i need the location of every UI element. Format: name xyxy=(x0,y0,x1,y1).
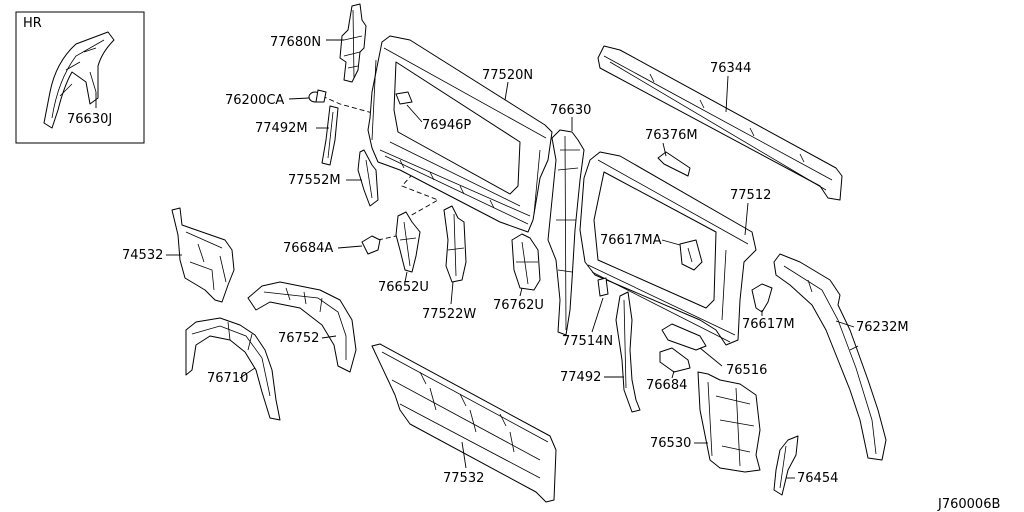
part-76454-drawing xyxy=(773,435,799,496)
leader-line xyxy=(671,370,675,379)
callout-77522w: 77522W xyxy=(422,307,476,322)
part-76617m-drawing xyxy=(751,283,773,313)
diagram-code: J760006B xyxy=(937,497,1000,512)
leader-line xyxy=(744,202,749,236)
callout-77532: 77532 xyxy=(443,471,484,486)
callout-77492m: 77492M xyxy=(255,121,308,136)
callout-76232m: 76232M xyxy=(856,320,909,335)
part-77522w-drawing xyxy=(443,205,467,283)
callout-74532: 74532 xyxy=(122,248,163,263)
callout-76710: 76710 xyxy=(207,371,248,386)
part-76630j-drawing xyxy=(43,31,115,129)
callout-76617ma: 76617MA xyxy=(600,233,662,248)
part-77532-drawing xyxy=(371,343,557,503)
part-76684a-drawing xyxy=(361,235,381,255)
part-77492-drawing xyxy=(615,291,641,413)
leader-line xyxy=(662,142,667,157)
part-74532-drawing xyxy=(171,207,235,303)
callout-77514n: 77514N xyxy=(562,334,613,349)
leader-line xyxy=(835,320,855,328)
part-76376m-drawing xyxy=(657,151,691,177)
callout-77680n: 77680N xyxy=(270,35,321,50)
leader-line xyxy=(288,97,310,100)
assembly-dashed-lines xyxy=(321,95,521,241)
leader-line xyxy=(461,441,467,469)
callout-76344: 76344 xyxy=(710,61,751,76)
callout-76652u: 76652U xyxy=(378,280,429,295)
part-76200ca-drawing xyxy=(308,89,327,103)
leader-line xyxy=(699,347,723,367)
leader-line xyxy=(450,281,454,305)
inset-region-label: HR xyxy=(23,16,42,31)
part-76946p-drawing xyxy=(395,91,413,105)
leader-line xyxy=(404,271,408,283)
leader-line xyxy=(661,239,681,246)
part-76684-drawing xyxy=(659,347,691,373)
callout-77552m: 77552M xyxy=(288,173,341,188)
callout-76684a: 76684A xyxy=(283,241,333,256)
leader-line xyxy=(406,104,423,123)
leader-line xyxy=(337,245,363,249)
leader-line xyxy=(519,287,523,297)
callout-76376m: 76376M xyxy=(645,128,698,143)
callout-76946p: 76946P xyxy=(422,118,471,133)
callout-77512: 77512 xyxy=(730,188,771,203)
part-77514n-drawing xyxy=(597,277,609,297)
part-77512-drawing xyxy=(579,151,757,346)
callout-76530: 76530 xyxy=(650,436,691,451)
part-77680n-drawing xyxy=(339,3,367,83)
callout-76454: 76454 xyxy=(797,471,838,486)
callout-76516: 76516 xyxy=(726,363,767,378)
callout-76630j: 76630J xyxy=(67,112,112,127)
part-76516-drawing xyxy=(661,323,707,351)
callout-76752: 76752 xyxy=(278,331,319,346)
callout-76630: 76630 xyxy=(550,103,591,118)
leader-line xyxy=(239,367,256,379)
inset-frame xyxy=(15,11,145,144)
part-76762u-drawing xyxy=(511,233,541,291)
part-76232m-drawing xyxy=(773,253,887,461)
leader-line xyxy=(725,75,729,113)
part-76617ma-drawing xyxy=(679,239,703,271)
part-76530-drawing xyxy=(697,371,761,473)
callout-76684: 76684 xyxy=(646,378,687,393)
part-77552m-drawing xyxy=(357,149,379,207)
part-76344-drawing xyxy=(597,45,843,201)
callout-76617m: 76617M xyxy=(742,317,795,332)
callout-77492: 77492 xyxy=(560,370,601,385)
part-76652u-drawing xyxy=(395,211,421,273)
callout-77520n: 77520N xyxy=(482,68,533,83)
part-76710-drawing xyxy=(185,317,281,421)
part-77492m-drawing xyxy=(321,105,339,166)
callout-76200ca: 76200CA xyxy=(225,93,284,108)
part-76752-drawing xyxy=(247,281,357,373)
leader-line xyxy=(504,81,509,101)
leader-line xyxy=(321,335,337,339)
callout-76762u: 76762U xyxy=(493,298,544,313)
inset-hr: HR 76630J xyxy=(15,11,145,144)
leader-line xyxy=(591,297,604,333)
part-77520n-drawing xyxy=(367,35,553,233)
part-76630-drawing xyxy=(547,129,585,336)
